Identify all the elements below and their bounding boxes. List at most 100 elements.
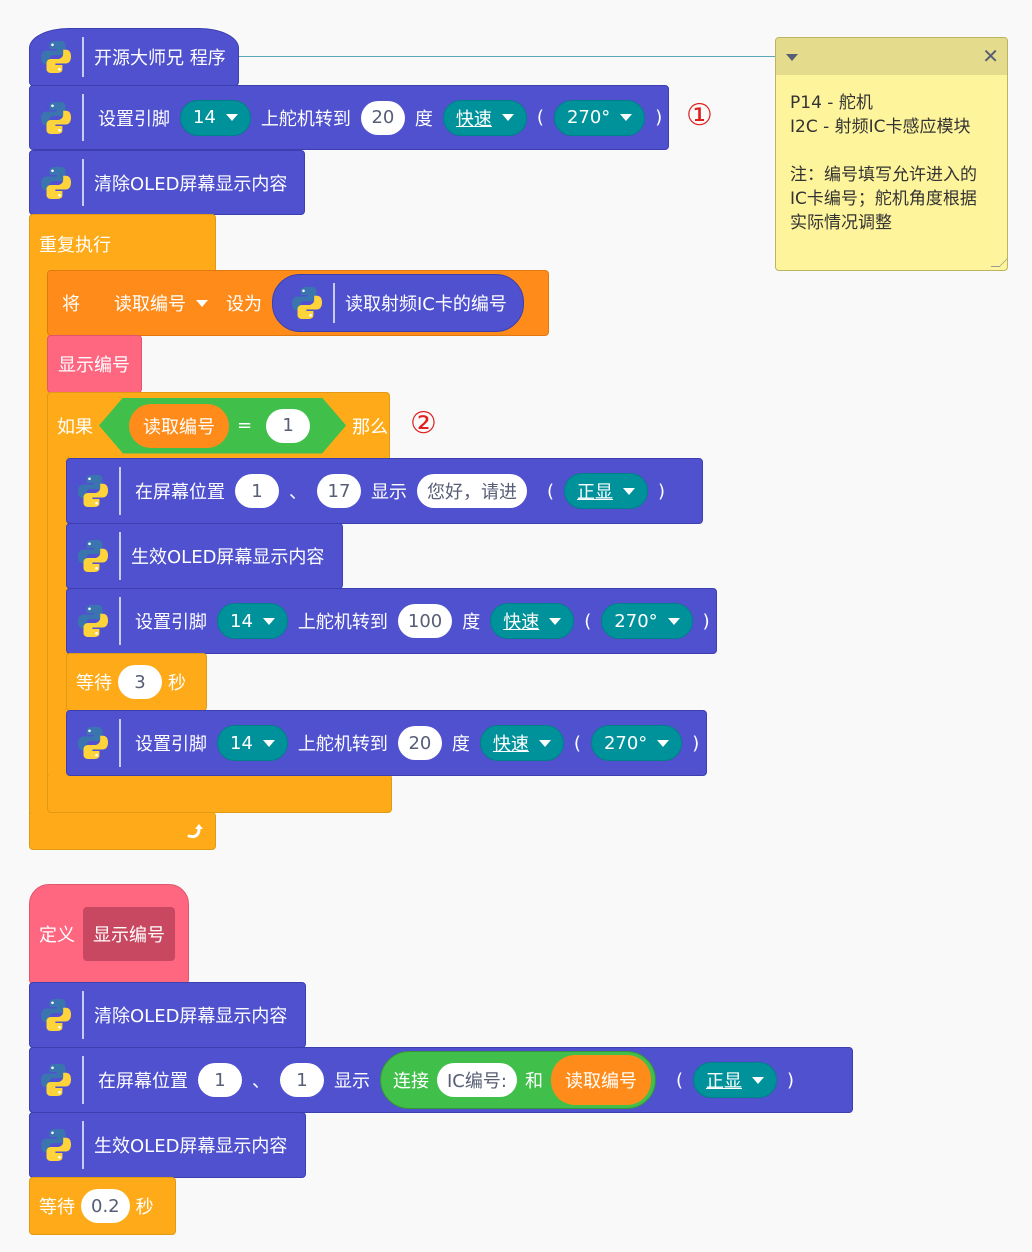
clear-oled-label: 清除OLED屏幕显示内容	[94, 173, 288, 195]
set-servo-block-3[interactable]: 设置引脚 14 上舵机转到 20 度 快速 ( 270° )	[66, 710, 707, 776]
define-block[interactable]: 定义 显示编号	[29, 884, 189, 984]
range-value: 270°	[603, 732, 648, 754]
procedure-name[interactable]: 显示编号	[83, 907, 175, 961]
speed-value: 快速	[492, 734, 529, 755]
python-icon	[38, 1127, 74, 1163]
text-input[interactable]: 您好，请进	[417, 474, 527, 508]
pin-dropdown[interactable]: 14	[180, 99, 251, 136]
if-label: 如果	[57, 416, 93, 438]
dropdown-arrow-icon	[657, 739, 670, 747]
x-input[interactable]: 1	[198, 1063, 242, 1097]
chevron-down-icon[interactable]	[786, 54, 798, 61]
if-bottom	[47, 774, 392, 813]
python-icon	[75, 603, 111, 639]
dropdown-arrow-icon	[751, 1076, 764, 1084]
range-value: 270°	[566, 107, 611, 128]
comment-blank-line	[790, 139, 993, 163]
pin-dropdown[interactable]: 14	[217, 725, 288, 761]
lparen: (	[547, 480, 555, 502]
set-servo-block-2[interactable]: 设置引脚 14 上舵机转到 100 度 快速 ( 270° )	[66, 588, 717, 654]
comment-line: I2C - 射频IC卡感应模块	[790, 117, 971, 137]
define-label: 定义	[39, 925, 75, 946]
equals-condition[interactable]: 读取编号 = 1	[99, 398, 346, 454]
refresh-oled-block-2[interactable]: 生效OLED屏幕显示内容	[29, 1112, 306, 1178]
comment-line: IC卡编号；舵机角度根据	[790, 189, 977, 209]
position-label: 在屏幕位置	[98, 1071, 188, 1092]
separator	[333, 283, 335, 323]
if-block[interactable]: 如果 读取编号 = 1 那么	[47, 392, 390, 458]
show-text-block[interactable]: 在屏幕位置 1 、 17 显示 您好，请进 ( 正显 )	[66, 458, 703, 524]
clear-oled-block-2[interactable]: 清除OLED屏幕显示内容	[29, 982, 306, 1048]
speed-dropdown[interactable]: 快速	[442, 99, 527, 136]
call-show-number-block[interactable]: 显示编号	[47, 335, 142, 393]
call-label: 显示编号	[58, 355, 130, 376]
y-input[interactable]: 17	[317, 474, 361, 508]
show-text-block-2[interactable]: 在屏幕位置 1 、 1 显示 连接 IC编号: 和 读取编号 ( 正显 )	[29, 1047, 853, 1113]
forever-label: 重复执行	[39, 234, 111, 256]
angle-input[interactable]: 20	[397, 726, 442, 760]
dropdown-arrow-icon	[620, 114, 633, 121]
and-label: 和	[524, 1071, 543, 1092]
seconds-label: 秒	[168, 673, 186, 694]
angle-input[interactable]: 20	[360, 100, 405, 135]
degree-label: 度	[451, 734, 470, 755]
clear-oled-label: 清除OLED屏幕显示内容	[94, 1006, 288, 1027]
forever-block[interactable]: 重复执行	[29, 214, 216, 272]
separator-label: 、	[252, 1071, 270, 1092]
display-mode-dropdown[interactable]: 正显	[564, 473, 649, 509]
variable-dropdown[interactable]: 读取编号	[114, 290, 208, 316]
comment-box[interactable]: ✕ P14 - 舵机 I2C - 射频IC卡感应模块 注：编号填写允许进入的 I…	[775, 37, 1008, 271]
mode-value: 正显	[577, 482, 614, 503]
clear-oled-block[interactable]: 清除OLED屏幕显示内容	[29, 150, 305, 215]
wait-block-2[interactable]: 等待 0.2 秒	[29, 1177, 176, 1235]
python-icon	[75, 473, 111, 509]
set-servo-block-1[interactable]: 设置引脚 14 上舵机转到 20 度 快速 ( 270° )	[29, 85, 669, 150]
close-icon[interactable]: ✕	[982, 44, 999, 68]
comment-text[interactable]: P14 - 舵机 I2C - 射频IC卡感应模块 注：编号填写允许进入的 IC卡…	[776, 75, 1007, 251]
speed-dropdown[interactable]: 快速	[490, 603, 575, 639]
range-dropdown[interactable]: 270°	[590, 725, 683, 761]
show-label: 显示	[371, 482, 407, 503]
resize-handle-icon[interactable]	[990, 258, 1007, 267]
pin-value: 14	[230, 610, 253, 632]
separator	[82, 37, 84, 77]
then-label: 那么	[352, 416, 389, 438]
join-text-input[interactable]: IC编号:	[437, 1063, 517, 1097]
compare-value-input[interactable]: 1	[266, 409, 310, 443]
dropdown-arrow-icon	[196, 299, 208, 307]
range-dropdown[interactable]: 270°	[553, 99, 646, 136]
speed-dropdown[interactable]: 快速	[479, 725, 564, 761]
join-reporter[interactable]: 连接 IC编号: 和 读取编号	[380, 1051, 656, 1109]
servo-turn-label: 上舵机转到	[260, 108, 351, 130]
comment-line: 注：编号填写允许进入的	[790, 165, 977, 185]
speed-value: 快速	[503, 612, 540, 633]
hat-block-program[interactable]: 开源大师兄 程序	[29, 28, 239, 86]
wait-block[interactable]: 等待 3 秒	[66, 653, 207, 711]
set-label: 将	[62, 294, 80, 315]
display-mode-dropdown[interactable]: 正显	[692, 1062, 777, 1098]
rfid-reporter[interactable]: 读取射频IC卡的编号	[272, 274, 524, 332]
variable-reporter[interactable]: 读取编号	[129, 404, 229, 448]
wait-seconds-input[interactable]: 0.2	[81, 1189, 130, 1223]
set-pin-label: 设置引脚	[135, 734, 207, 755]
pin-value: 14	[193, 107, 216, 128]
y-input[interactable]: 1	[280, 1063, 324, 1097]
separator	[82, 1056, 84, 1104]
wait-seconds-input[interactable]: 3	[118, 665, 162, 699]
comment-line: P14 - 舵机	[790, 93, 873, 113]
separator	[82, 94, 84, 141]
comment-header[interactable]: ✕	[776, 38, 1007, 75]
set-variable-block[interactable]: 将 读取编号 设为 读取射频IC卡的编号	[47, 270, 549, 336]
servo-turn-label: 上舵机转到	[297, 734, 388, 755]
separator	[119, 597, 121, 645]
angle-input[interactable]: 100	[397, 604, 453, 638]
range-dropdown[interactable]: 270°	[601, 603, 693, 639]
refresh-oled-block[interactable]: 生效OLED屏幕显示内容	[66, 523, 343, 589]
speed-value: 快速	[455, 108, 492, 130]
x-input[interactable]: 1	[235, 474, 279, 508]
pin-dropdown[interactable]: 14	[217, 603, 288, 639]
pin-value: 14	[230, 732, 253, 754]
variable-reporter[interactable]: 读取编号	[550, 1055, 651, 1105]
set-pin-label: 设置引脚	[98, 108, 170, 130]
python-icon	[38, 1062, 74, 1098]
